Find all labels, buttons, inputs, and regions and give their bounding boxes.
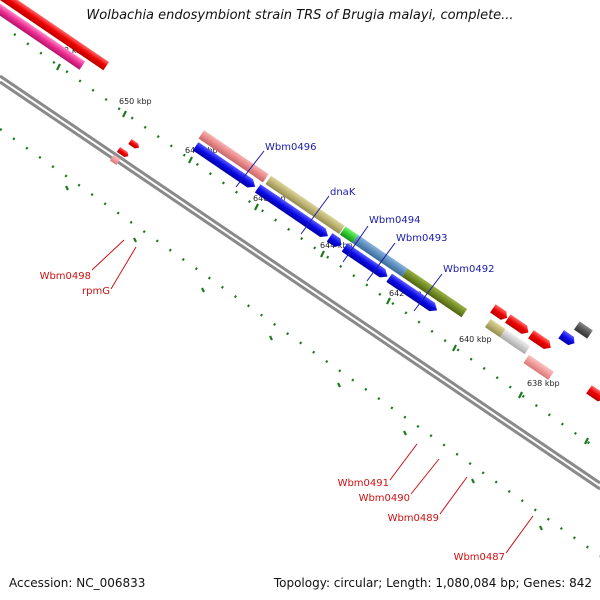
gene-label-wbm0494: Wbm0494 [369, 215, 420, 226]
tick-label: 652 kbp [54, 46, 87, 55]
lower-leader-lines [91, 239, 534, 554]
gene-label-wbm0490: Wbm0490 [359, 493, 410, 504]
inner-scale-track [0, 128, 600, 557]
gene-blue[interactable] [326, 233, 344, 249]
lower-gene-labels: Wbm0498 rpmG Wbm0491 Wbm0490 Wbm0489 Wbm… [40, 271, 505, 563]
gene-label-wbm0489: Wbm0489 [388, 513, 439, 524]
genome-backbone-lower [0, 80, 600, 491]
gene-red[interactable] [504, 314, 531, 336]
gene-small-red[interactable] [128, 139, 140, 150]
tick-label: 638 kbp [527, 379, 560, 388]
accession-label: Accession: NC_006833 [9, 576, 146, 590]
gene-wbm0492[interactable] [401, 268, 468, 318]
genome-backbone-upper [0, 74, 600, 485]
gene-blue[interactable] [254, 184, 331, 240]
gene-wbm0490[interactable] [499, 329, 531, 355]
gene-label-wbm0493: Wbm0493 [396, 233, 447, 244]
gene-label-wbm0487: Wbm0487 [454, 552, 505, 563]
gene-label-wbm0491: Wbm0491 [338, 478, 389, 489]
gene-blue[interactable] [386, 273, 440, 315]
gene-blue[interactable] [192, 142, 258, 191]
tick-label: 640 kbp [459, 335, 492, 344]
gene-dark-gray[interactable] [573, 321, 593, 339]
gene-magenta-upper-left[interactable] [0, 0, 86, 70]
gene-wbm0491[interactable] [484, 318, 506, 338]
gene-wbm0489[interactable] [523, 354, 554, 380]
gene-label-dnaK: dnaK [330, 187, 356, 198]
upper-leader-lines [235, 150, 443, 312]
gene-label-wbm0496: Wbm0496 [265, 142, 316, 153]
gene-label-wbm0492: Wbm0492 [443, 264, 494, 275]
gene-label-wbm0498: Wbm0498 [40, 271, 91, 282]
gene-dnaK[interactable] [265, 175, 345, 235]
gene-wbm0487[interactable] [586, 385, 600, 403]
gene-red[interactable] [490, 304, 510, 322]
gene-wbm0493[interactable] [352, 234, 408, 277]
gene-small-pink[interactable] [109, 154, 121, 165]
gene-features [0, 0, 600, 403]
gene-label-rpmG: rpmG [82, 286, 110, 297]
gene-wbm0496[interactable] [198, 130, 269, 183]
gene-red[interactable] [528, 330, 553, 352]
upper-gene-labels: Wbm0496 dnaK Wbm0494 Wbm0493 Wbm0492 [265, 142, 494, 275]
tick-label: 650 kbp [119, 97, 152, 106]
gene-red-upper-left[interactable] [0, 0, 110, 71]
map-title: Wolbachia endosymbiont strain TRS of Bru… [86, 8, 514, 23]
outer-scale-track [13, 33, 597, 449]
genome-summary: Topology: circular; Length: 1,080,084 bp… [273, 576, 592, 590]
outer-tick-marks [56, 63, 589, 445]
gene-small-red[interactable] [116, 146, 130, 159]
gene-wbm0494[interactable] [339, 226, 358, 244]
inner-tick-marks [65, 185, 543, 531]
gene-blue[interactable] [558, 330, 577, 347]
